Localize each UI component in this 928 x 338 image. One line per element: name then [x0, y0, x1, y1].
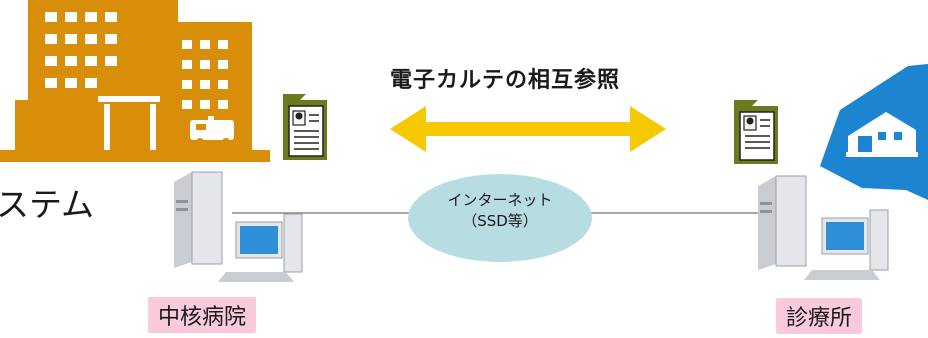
internet-label: インターネット [447, 191, 553, 209]
medical-record-icon-right [734, 100, 778, 164]
cropped-heading-text: ステム [0, 185, 95, 224]
internet-sublabel: （SSD等） [462, 212, 538, 230]
pc-icon-left [218, 213, 303, 282]
clinic-label: 診療所 [776, 298, 863, 334]
medical-record-icon-left [283, 94, 327, 160]
server-icon-left [174, 171, 223, 268]
hospital-icon [0, 0, 270, 162]
pc-icon-right [804, 209, 889, 280]
server-icon-right [758, 175, 807, 270]
internet-cloud [408, 174, 592, 262]
hospital-label: 中核病院 [148, 297, 257, 333]
ambulance-icon [190, 116, 234, 146]
double-arrow-icon [390, 106, 666, 152]
diagram-title: 電子カルテの相互参照 [390, 68, 621, 93]
clinic-icon [820, 64, 928, 200]
